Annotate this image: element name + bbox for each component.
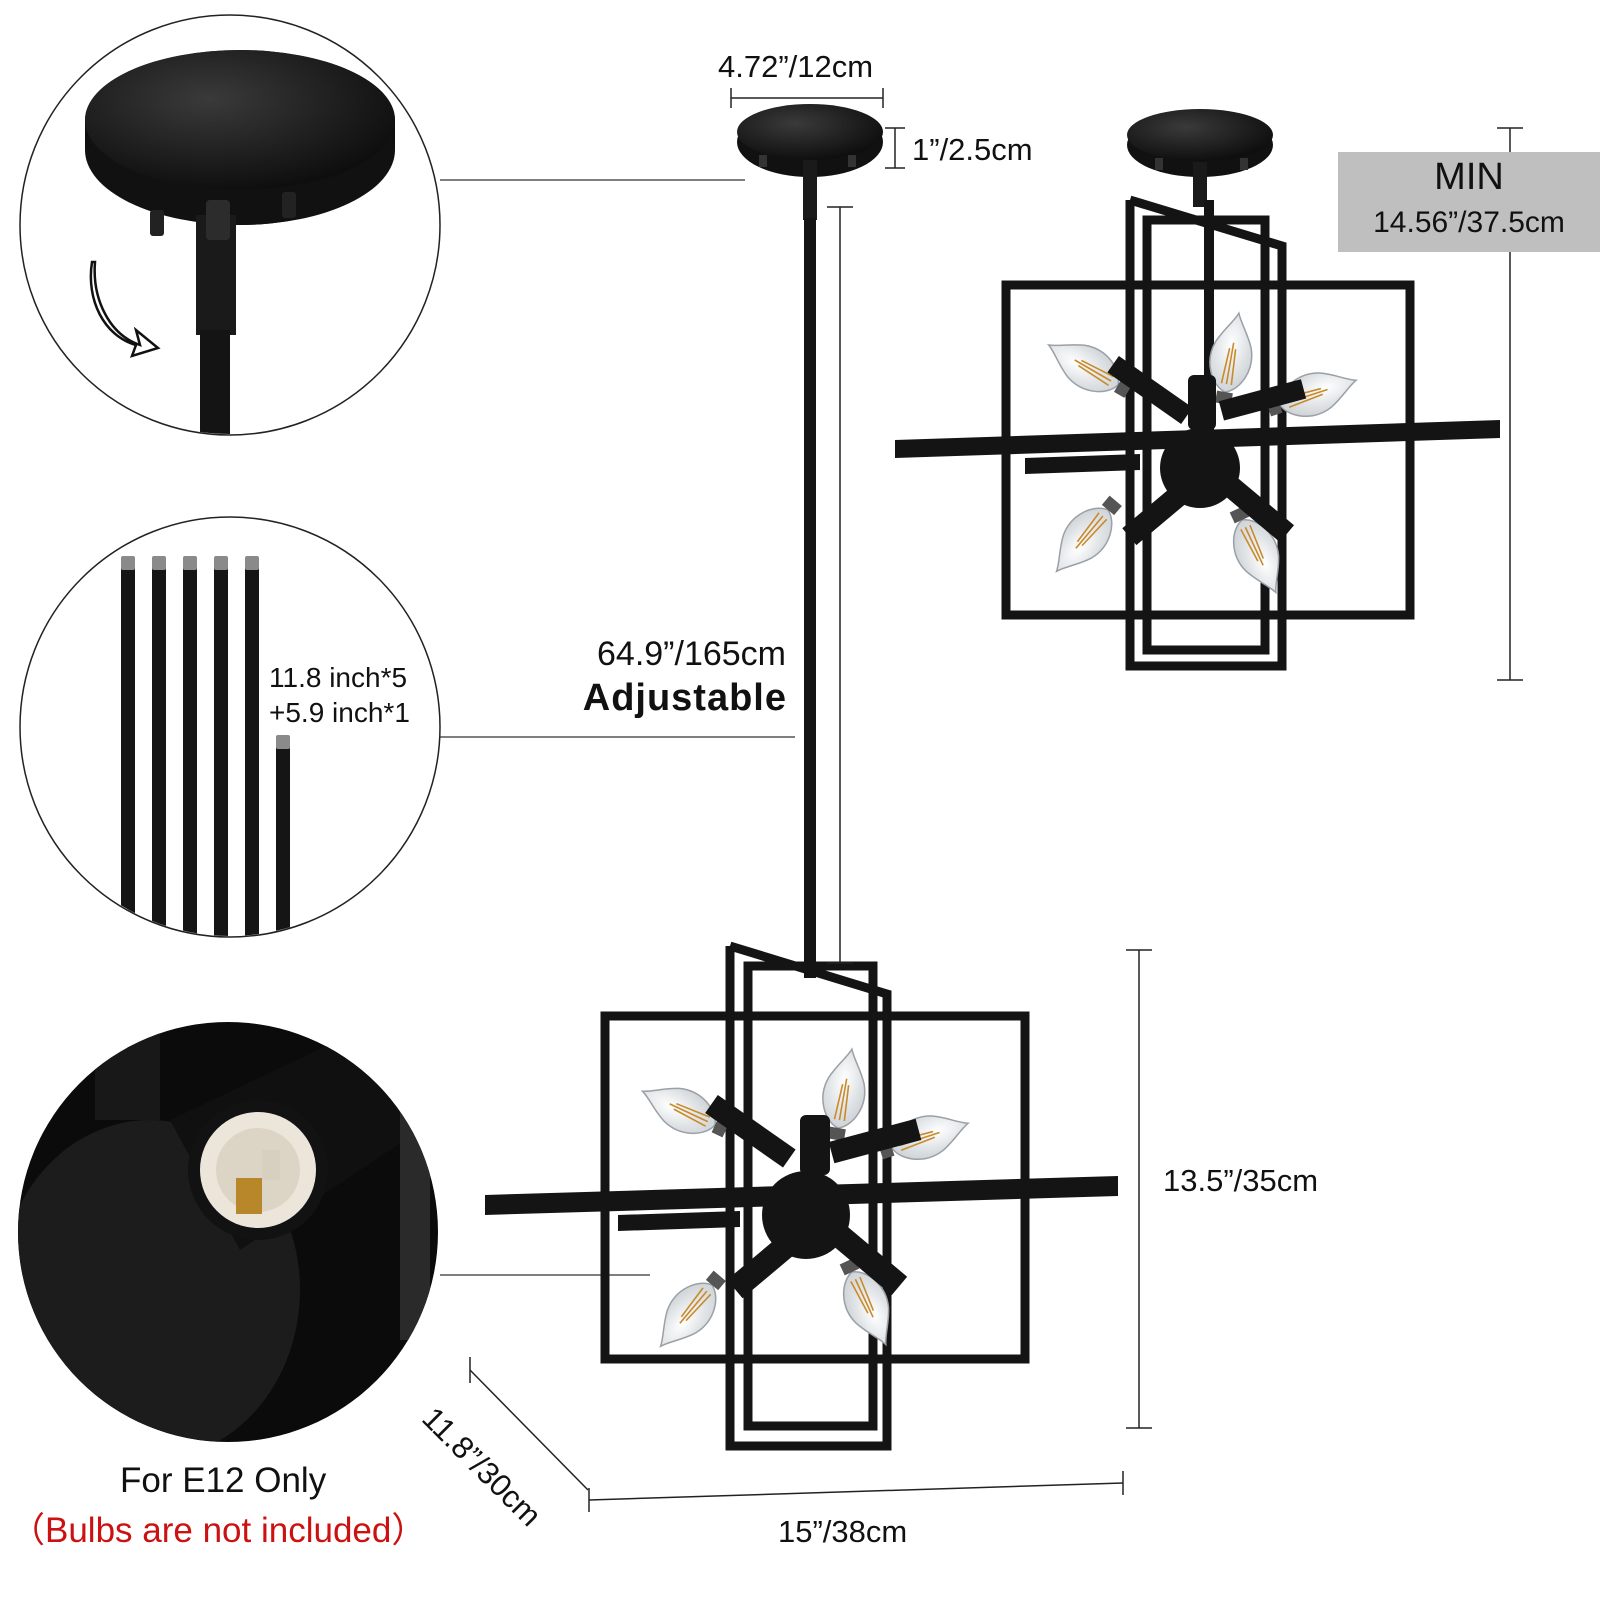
canopy-height-dimension	[885, 127, 905, 169]
pendant-fixture-extended	[485, 104, 1118, 1451]
fixture-height-label: 13.5”/35cm	[1163, 1163, 1319, 1198]
fixture-width-label: 15”/38cm	[778, 1514, 908, 1549]
canopy-width-dimension	[730, 88, 884, 108]
min-height-value: 14.56”/37.5cm	[1373, 206, 1565, 239]
fixture-height-dimension	[1126, 949, 1152, 1429]
rod-length-label: 64.9”/165cm	[597, 635, 786, 673]
rotate-arrow-icon	[89, 260, 161, 358]
canopy-height-label: 1”/2.5cm	[912, 132, 1033, 167]
rod	[183, 556, 197, 936]
min-height-title: MIN	[1434, 156, 1504, 198]
canopy-detail-circle	[19, 14, 441, 436]
rods-quantity-label: 11.8 inch*5	[269, 662, 408, 693]
canopy-width-label: 4.72”/12cm	[718, 49, 874, 84]
adjustable-label: Adjustable	[582, 677, 787, 719]
rod	[214, 556, 228, 936]
extension-rods-circle	[19, 516, 441, 938]
rod	[121, 556, 135, 936]
bulbs-not-included-note: （Bulbs are not included）	[10, 1511, 427, 1550]
short-rod	[276, 735, 290, 936]
semi-flush-fixture	[895, 109, 1500, 671]
rod	[152, 556, 166, 936]
fixture-width-dimension	[588, 1471, 1124, 1512]
rod	[245, 556, 259, 936]
fixture-depth-dimension	[469, 1357, 589, 1491]
min-height-badge	[1338, 152, 1600, 252]
rods-short-quantity-label: +5.9 inch*1	[269, 697, 410, 728]
socket-detail-circle	[18, 1022, 438, 1442]
socket-type-note: For E12 Only	[120, 1461, 327, 1500]
rod-length-dimension	[827, 206, 853, 964]
